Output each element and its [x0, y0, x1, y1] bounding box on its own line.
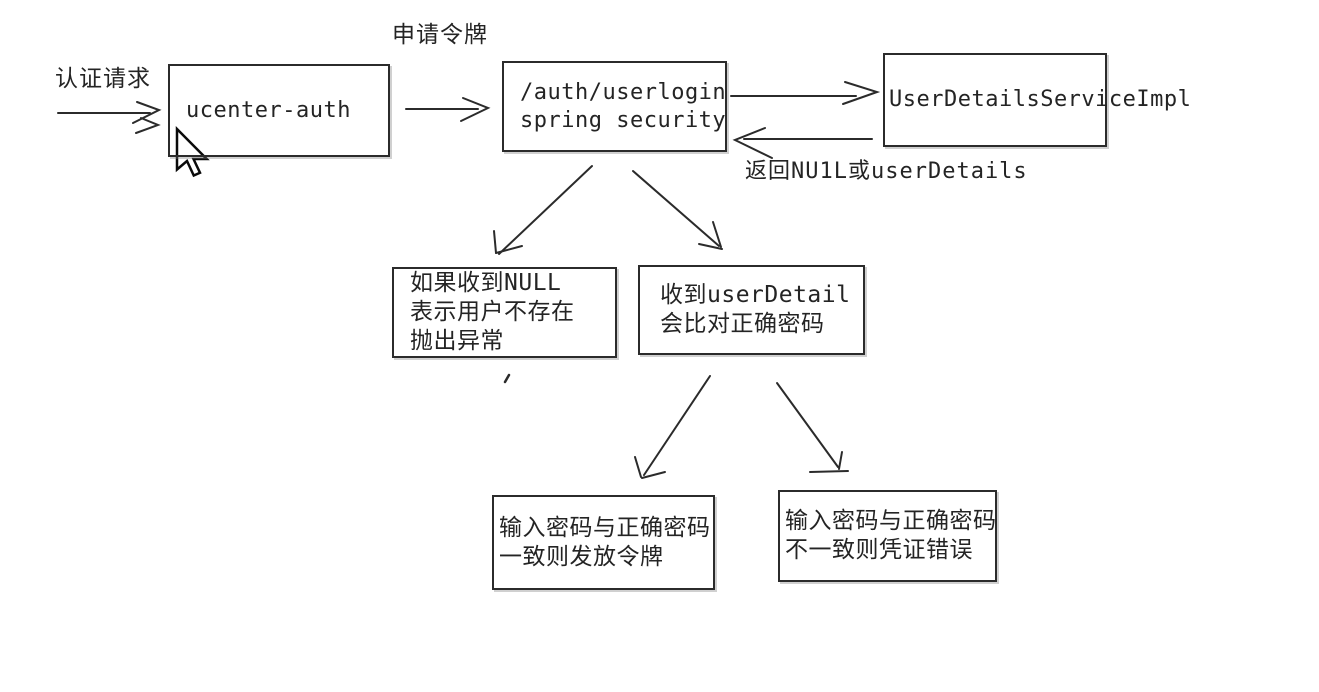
- box-password-mismatch-line1: 输入密码与正确密码: [785, 508, 997, 534]
- box-received-userdetail: 收到userDetail 会比对正确密码: [638, 265, 865, 355]
- box-password-match-line1: 输入密码与正确密码: [499, 514, 711, 541]
- box-ucenter-auth: ucenter-auth: [168, 64, 390, 157]
- box-password-mismatch: 输入密码与正确密码 不一致则凭证错误: [778, 490, 997, 582]
- arrow-userdetail-to-match-box: [634, 375, 711, 479]
- box-received-userdetail-line2: 会比对正确密码: [660, 311, 825, 337]
- box-received-null: 如果收到NULL 表示用户不存在 抛出异常: [392, 267, 617, 358]
- label-apply-token: 申请令牌: [392, 22, 488, 48]
- box-received-null-line3: 抛出异常: [410, 328, 504, 354]
- box-userdetailsserviceimpl: UserDetailsServiceImpl: [883, 53, 1192, 147]
- arrow-auth-request: [57, 101, 162, 134]
- arrow-userdetail-to-mismatch-box: [776, 382, 849, 473]
- label-auth-request: 认证请求: [55, 66, 151, 92]
- box-password-mismatch-line2: 不一致则凭证错误: [785, 537, 973, 563]
- label-return-null-or-userdetails: 返回NU1L或userDetails: [745, 159, 1028, 184]
- box-userdetailsserviceimpl-text: UserDetailsServiceImpl: [889, 87, 1192, 112]
- box-received-null-line1: 如果收到NULL: [410, 270, 562, 296]
- arrow-return-null-or-userdetails: [732, 127, 873, 159]
- arrow-springsecurity-to-null-box: [493, 165, 593, 255]
- box-spring-security-line1: /auth/userlogin: [520, 79, 727, 105]
- box-spring-security-line2: spring security: [520, 107, 727, 133]
- arrow-springsecurity-to-userdetail-box: [632, 170, 723, 250]
- box-received-null-line2: 表示用户不存在: [410, 299, 575, 325]
- arrow-ucenter-to-springsecurity: [405, 97, 491, 122]
- box-password-match-line2: 一致则发放令牌: [499, 543, 664, 570]
- mouse-cursor-icon: [175, 125, 210, 178]
- stray-mark: [503, 373, 511, 384]
- box-password-match: 输入密码与正确密码 一致则发放令牌: [492, 495, 715, 590]
- arrow-springsecurity-to-userdetailsservice: [730, 81, 881, 105]
- box-spring-security: /auth/userlogin spring security: [502, 61, 727, 152]
- box-received-userdetail-line1: 收到userDetail: [660, 282, 851, 308]
- box-ucenter-auth-text: ucenter-auth: [186, 97, 351, 123]
